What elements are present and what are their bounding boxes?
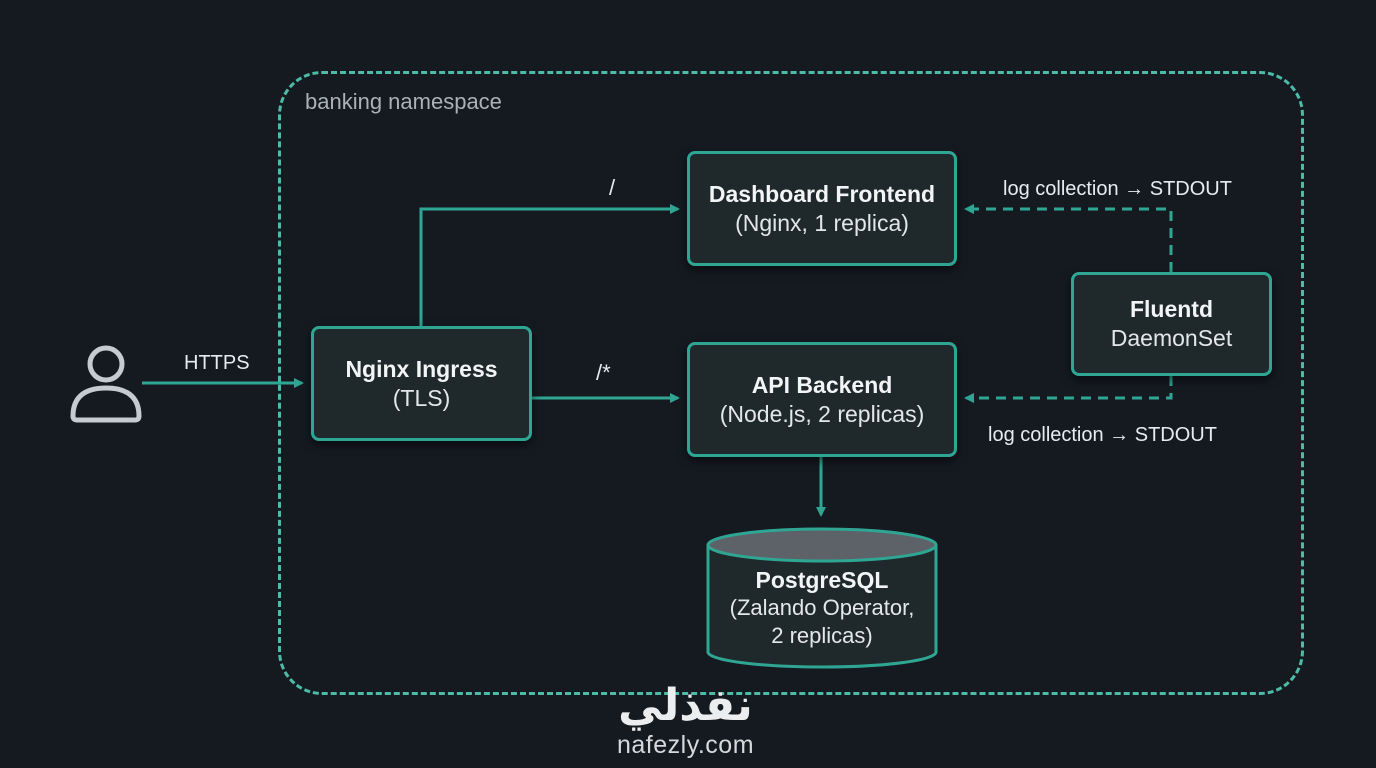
namespace-label: banking namespace [305, 89, 502, 114]
watermark-logo: نفذلي [618, 680, 753, 731]
nginx-ingress-node: Nginx Ingress (TLS) [311, 326, 532, 441]
fluentd-node: Fluentd DaemonSet [1071, 272, 1272, 376]
node-title: Nginx Ingress [345, 355, 498, 382]
node-subtitle: DaemonSet [1110, 325, 1233, 351]
node-subtitle-line-1: (Zalando Operator, [729, 595, 915, 620]
postgresql-node: PostgreSQL (Zalando Operator, 2 replicas… [708, 566, 936, 650]
user-icon [70, 345, 142, 423]
route-root-label: / [609, 175, 616, 200]
node-title: Fluentd [1129, 296, 1214, 322]
node-title: API Backend [751, 371, 893, 398]
node-subtitle: (TLS) [392, 384, 451, 411]
node-title: PostgreSQL [755, 567, 889, 593]
log-collection-label-top: log collection → STDOUT [1003, 178, 1232, 200]
node-title: Dashboard Frontend [708, 180, 936, 207]
watermark-url: nafezly.com [616, 731, 755, 759]
dashboard-frontend-node: Dashboard Frontend (Nginx, 1 replica) [687, 151, 957, 266]
watermark: نفذلي nafezly.com [598, 682, 773, 768]
https-label: HTTPS [184, 352, 250, 374]
node-subtitle: (Nginx, 1 replica) [735, 209, 909, 236]
node-subtitle-line-2: 2 replicas) [771, 623, 873, 648]
route-wildcard-label: /* [596, 360, 611, 385]
log-collection-label-bottom: log collection → STDOUT [988, 424, 1217, 446]
api-backend-node: API Backend (Node.js, 2 replicas) [687, 342, 957, 457]
node-subtitle: (Node.js, 2 replicas) [719, 400, 925, 427]
